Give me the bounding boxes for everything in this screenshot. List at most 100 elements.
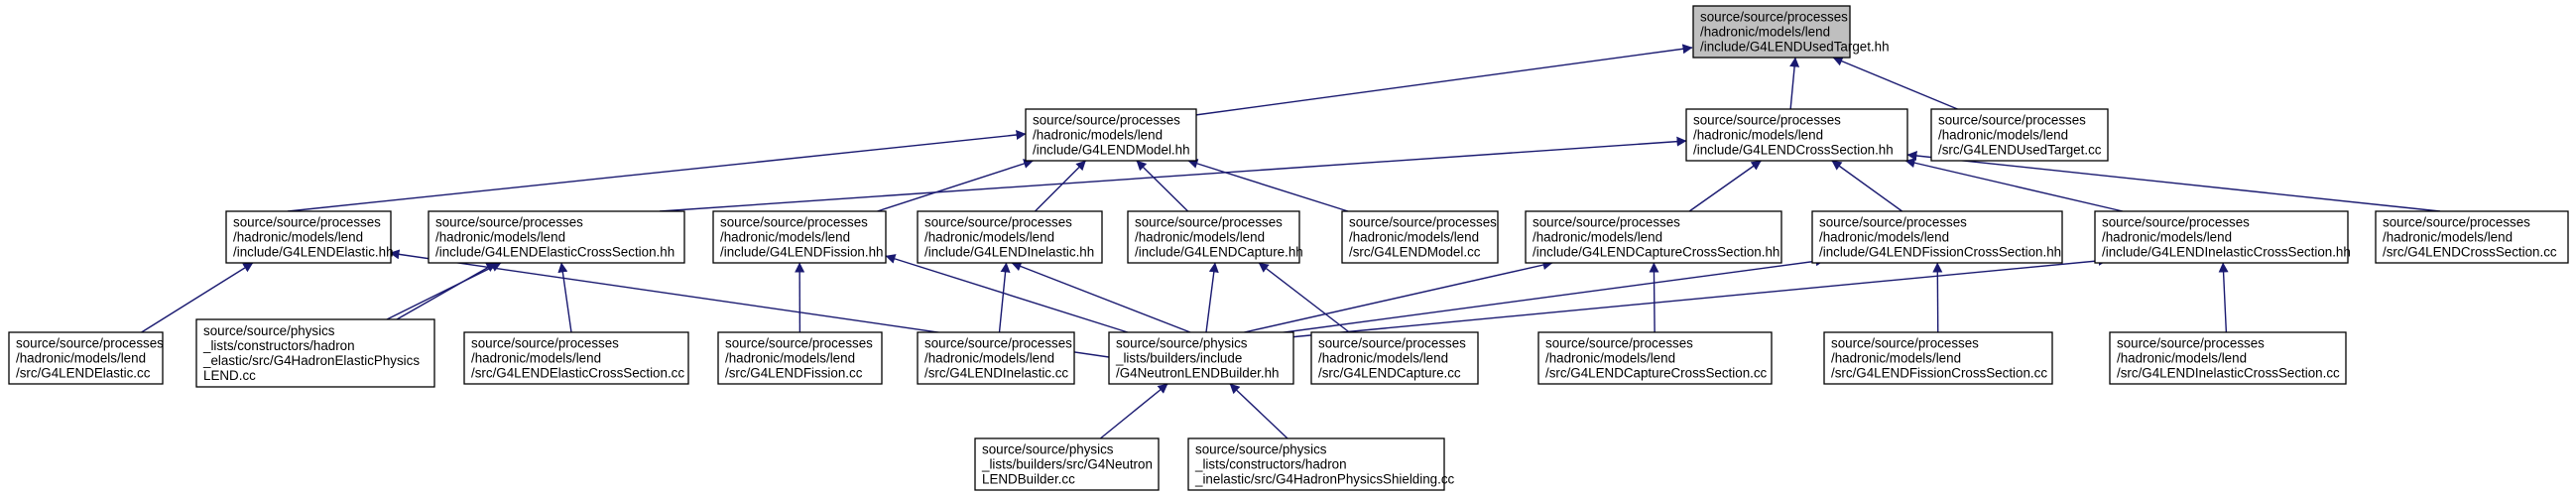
node-box <box>1692 5 1851 59</box>
node-label-line: /hadronic/models/lend <box>233 230 363 245</box>
node-label-line: /hadronic/models/lend <box>435 230 565 245</box>
node-label-line: source/source/processes <box>471 336 619 351</box>
node-box <box>2109 331 2347 385</box>
node-box <box>1537 331 1773 385</box>
node-capture-cs-hh[interactable]: source/source/processes/hadronic/models/… <box>1525 210 1782 264</box>
node-label-line: /src/G4LENDModel.cc <box>1349 245 1481 260</box>
edge-model_cc-to-model_hh <box>1187 159 1349 212</box>
node-box <box>1823 331 2053 385</box>
node-elastic-cc[interactable]: source/source/processes/hadronic/models/… <box>8 331 164 385</box>
edge-capture_cc-to-capture_hh <box>1258 262 1350 333</box>
node-elastic-cs-hh[interactable]: source/source/processes/hadronic/models/… <box>428 210 685 264</box>
node-capture-cs-cc[interactable]: source/source/processes/hadronic/models/… <box>1537 331 1773 385</box>
node-box <box>1127 210 1300 264</box>
node-box <box>2375 210 2569 264</box>
node-label-line: source/source/processes <box>1819 215 1967 230</box>
edge-line <box>557 262 572 333</box>
node-elastic-hh[interactable]: source/source/processes/hadronic/models/… <box>225 210 394 264</box>
edge-line <box>396 262 497 320</box>
edge-line <box>1136 160 1189 212</box>
node-label-line: source/source/processes <box>720 215 868 230</box>
node-label-line: source/source/processes <box>924 215 1072 230</box>
node-capture-cc[interactable]: source/source/processes/hadronic/models/… <box>1310 331 1479 385</box>
node-model-hh[interactable]: source/source/processes/hadronic/models/… <box>1025 108 1197 162</box>
node-neutron-builder-hh[interactable]: source/source/physics_lists/builders/inc… <box>1108 331 1294 385</box>
edge-line <box>659 136 1687 212</box>
node-label-line: source/source/processes <box>725 336 873 351</box>
node-label-line: _elastic/src/G4HadronElasticPhysics <box>202 353 420 368</box>
edge-cross_section_hh-to-used_target_hh <box>1789 57 1800 110</box>
edge-elastic_cc-to-elastic_hh <box>141 262 254 333</box>
node-label-line: /G4NeutronLENDBuilder.hh <box>1116 366 1280 381</box>
node-label-line: /hadronic/models/lend <box>924 230 1054 245</box>
edge-line <box>1932 262 1943 333</box>
node-box <box>1025 108 1197 162</box>
node-box <box>1187 437 1445 491</box>
node-fission-cs-hh[interactable]: source/source/processes/hadronic/models/… <box>1811 210 2063 264</box>
edge-cross_section_cc-to-cross_section_hh <box>1906 151 2441 212</box>
node-label-line: /src/G4LENDElasticCrossSection.cc <box>471 366 684 381</box>
node-inelastic-cc[interactable]: source/source/processes/hadronic/models/… <box>917 331 1075 385</box>
node-cross-section-hh[interactable]: source/source/processes/hadronic/models/… <box>1685 108 1908 162</box>
node-inelastic-cs-hh[interactable]: source/source/processes/hadronic/models/… <box>2094 210 2351 264</box>
node-fission-hh[interactable]: source/source/processes/hadronic/models/… <box>712 210 887 264</box>
node-label-line: _lists/builders/include <box>1115 351 1242 366</box>
node-label-line: /hadronic/models/lend <box>1819 230 1949 245</box>
node-box <box>1341 210 1499 264</box>
node-box <box>1685 108 1908 162</box>
node-label-line: source/source/processes <box>2383 215 2530 230</box>
node-box <box>225 210 392 264</box>
edge-inelastic_cc-to-inelastic_hh <box>998 262 1011 333</box>
node-box <box>974 437 1160 491</box>
edge-neutron_builder_hh-to-fission_hh <box>885 254 1132 334</box>
node-label-line: /include/G4LENDCaptureCrossSection.hh <box>1533 245 1779 260</box>
node-label-line: source/source/processes <box>924 336 1072 351</box>
edge-hadron_elastic_physics_cc-to-elastic_hh <box>396 262 497 320</box>
node-box <box>195 318 435 388</box>
node-label-line: source/source/processes <box>1938 113 2086 128</box>
node-label-line: source/source/physics <box>1195 442 1327 457</box>
node-label-line: /include/G4LENDElastic.hh <box>233 245 394 260</box>
node-cross-section-cc[interactable]: source/source/processes/hadronic/models/… <box>2375 210 2569 264</box>
node-hadron-elastic-physics-cc[interactable]: source/source/physics_lists/constructors… <box>195 318 435 388</box>
node-used-target-cc[interactable]: source/source/processes/hadronic/models/… <box>1930 108 2109 162</box>
node-model-cc[interactable]: source/source/processes/hadronic/models/… <box>1341 210 1499 264</box>
node-label-line: source/source/processes <box>2102 215 2250 230</box>
node-box <box>2094 210 2349 264</box>
node-label-line: /include/G4LENDUsedTarget.hh <box>1700 40 1890 55</box>
node-label-line: source/source/processes <box>1831 336 1979 351</box>
node-label-line: /hadronic/models/lend <box>725 351 855 366</box>
node-physics-shielding-cc[interactable]: source/source/physics_lists/constructors… <box>1187 437 1455 491</box>
node-capture-hh[interactable]: source/source/processes/hadronic/models/… <box>1127 210 1303 264</box>
node-label-line: /hadronic/models/lend <box>720 230 850 245</box>
node-label-line: source/source/processes <box>435 215 583 230</box>
edge-inelastic_hh-to-model_hh <box>1035 160 1086 212</box>
node-label-line: LENDBuilder.cc <box>982 472 1075 487</box>
node-label-line: /hadronic/models/lend <box>1318 351 1448 366</box>
edge-inelastic_cs_hh-to-cross_section_hh <box>1904 158 2124 212</box>
node-fission-cs-cc[interactable]: source/source/processes/hadronic/models/… <box>1823 331 2053 385</box>
node-label-line: /src/G4LENDCrossSection.cc <box>2383 245 2557 260</box>
node-inelastic-hh[interactable]: source/source/processes/hadronic/models/… <box>917 210 1103 264</box>
edge-inelastic_cs_cc-to-inelastic_cs_hh <box>2218 262 2229 333</box>
node-label-line: /hadronic/models/lend <box>1938 128 2068 143</box>
node-inelastic-cs-cc[interactable]: source/source/processes/hadronic/models/… <box>2109 331 2347 385</box>
node-fission-cc[interactable]: source/source/processes/hadronic/models/… <box>717 331 883 385</box>
edge-fission_cs_hh-to-cross_section_hh <box>1831 160 1903 212</box>
edge-line <box>1187 159 1349 212</box>
edge-line <box>885 254 1132 334</box>
edge-line <box>1205 262 1219 333</box>
edge-fission_cs_cc-to-fission_cs_hh <box>1932 262 1943 333</box>
node-box <box>717 331 883 385</box>
node-label-line: /src/G4LENDUsedTarget.cc <box>1938 143 2102 158</box>
node-neutron-builder-cc[interactable]: source/source/physics_lists/builders/src… <box>974 437 1160 491</box>
node-label-line: /hadronic/models/lend <box>1033 128 1163 143</box>
node-box <box>1310 331 1479 385</box>
edge-line <box>1906 151 2441 212</box>
node-label-line: /hadronic/models/lend <box>16 351 146 366</box>
edge-neutron_builder_hh-to-inelastic_hh <box>1011 261 1191 333</box>
node-label-line: /hadronic/models/lend <box>1135 230 1265 245</box>
node-label-line: /hadronic/models/lend <box>471 351 601 366</box>
node-elastic-cs-cc[interactable]: source/source/processes/hadronic/models/… <box>463 331 689 385</box>
node-box <box>1108 331 1294 385</box>
